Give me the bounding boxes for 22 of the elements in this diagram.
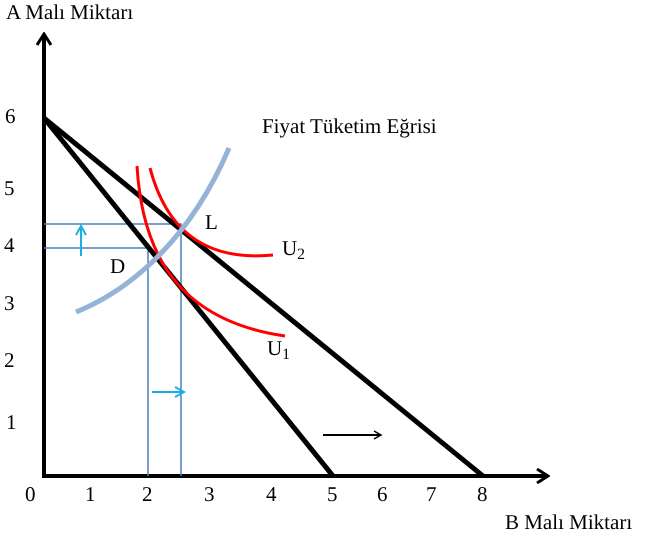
tick-label: 5: [4, 178, 14, 199]
tick-label: 1: [6, 412, 16, 433]
tick-label: 2: [142, 484, 152, 505]
tick-label: 7: [426, 484, 436, 505]
tick-label: 4: [4, 235, 14, 256]
point-label: D: [110, 256, 126, 277]
axis-label: A Malı Miktarı: [6, 2, 134, 23]
tick-label: 8: [477, 484, 488, 505]
curve-label: U$_{1}$: [267, 338, 290, 359]
axis-label: B Malı Miktarı: [505, 512, 632, 533]
tick-label: 2: [4, 350, 14, 371]
tick-label: 5: [327, 484, 338, 505]
curve-label: Fiyat Tüketim Eğrisi: [262, 116, 437, 137]
tick-label: 6: [5, 106, 16, 127]
tick-label: 3: [204, 484, 214, 505]
point-label: L: [205, 212, 218, 233]
tick-label: 4: [266, 484, 276, 505]
tick-label: 3: [4, 293, 14, 314]
curve-label: U$_{2}$: [282, 238, 306, 259]
tick-label: 0: [25, 484, 36, 505]
tick-label: 1: [85, 484, 96, 505]
tick-label: 6: [377, 484, 388, 505]
